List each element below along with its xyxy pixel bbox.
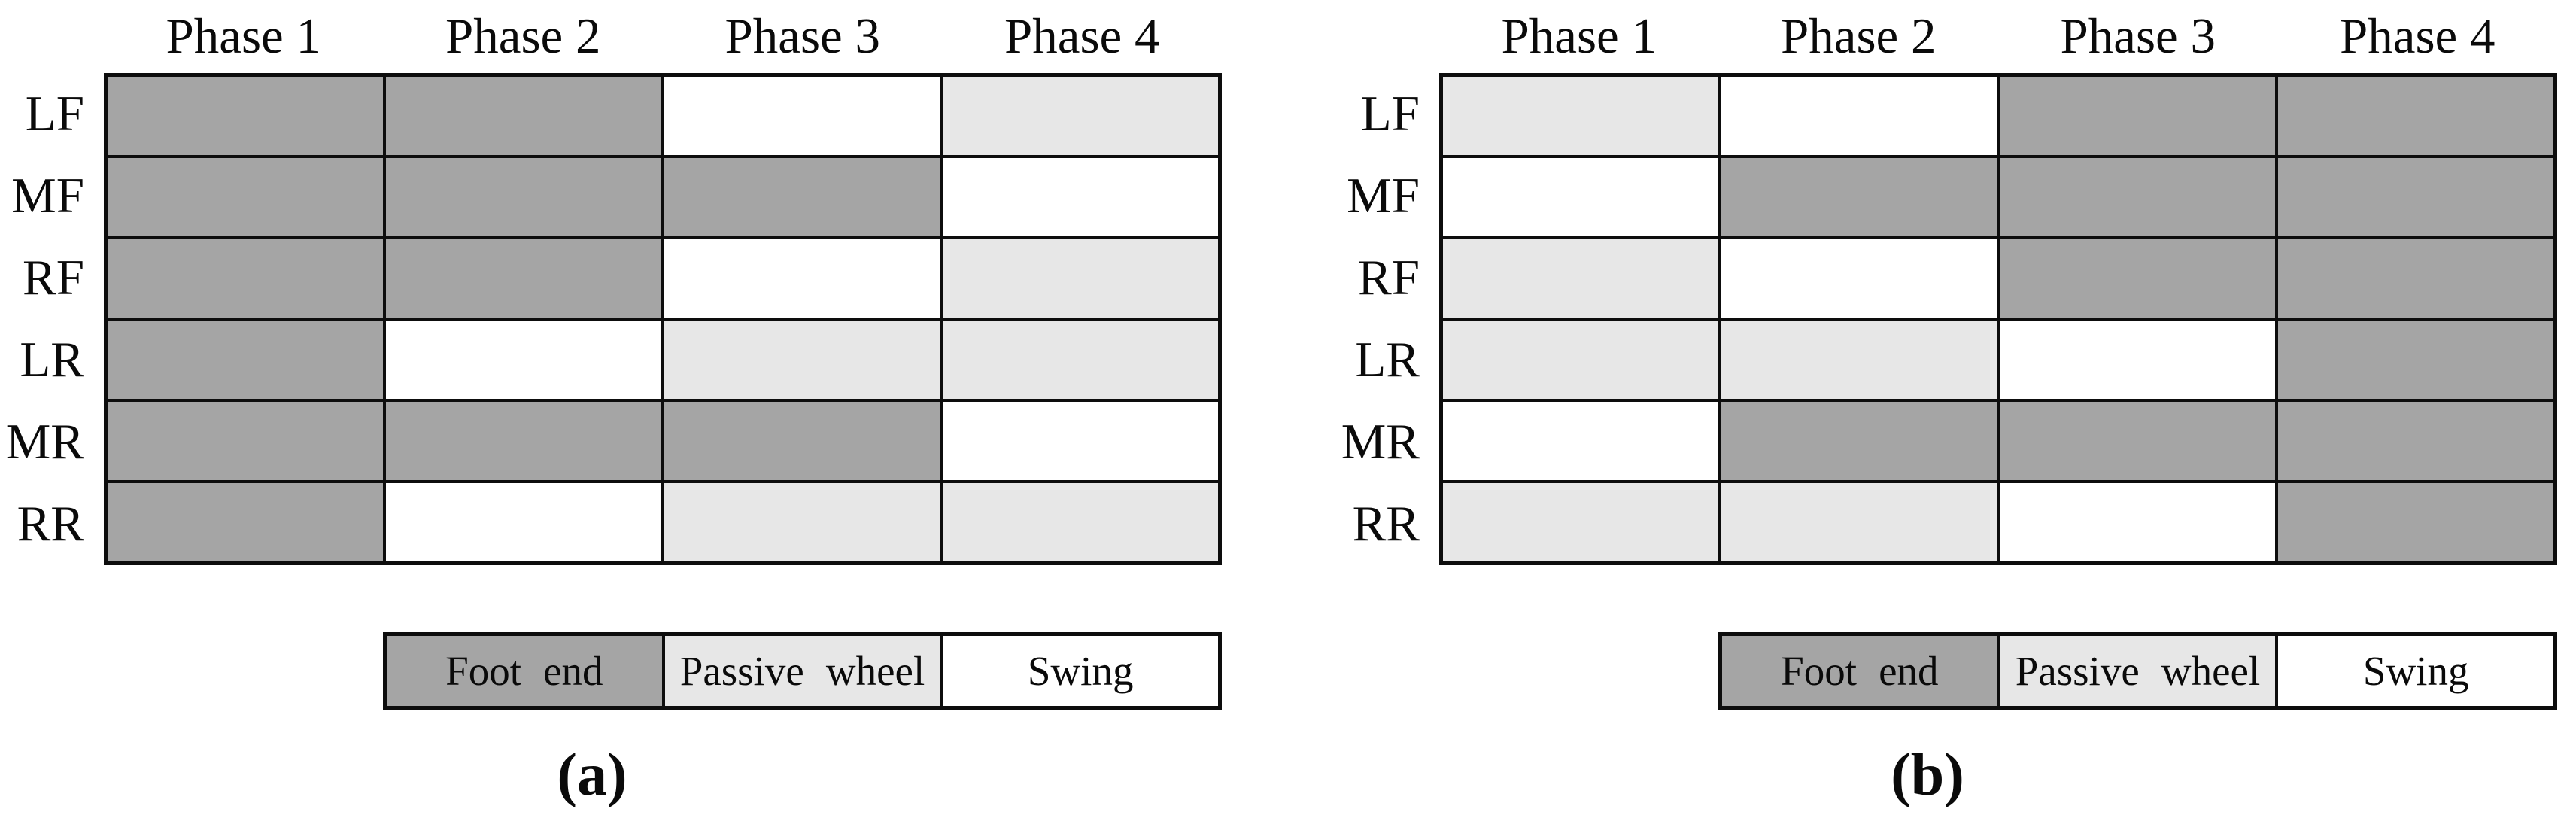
gait-cell-foot [664,158,940,236]
legend-item-swing: Swing [943,636,1218,706]
gait-cell-swing [2000,321,2275,399]
leg-label-rf: RF [1358,250,1420,306]
gait-cell-foot [386,158,661,236]
panel-caption: (b) [1891,741,1964,808]
gait-cell-foot [2278,321,2553,399]
phase-header: Phase 4 [1004,8,1160,64]
leg-label-rr: RR [1352,496,1420,552]
gait-cell-swing [1443,158,1718,236]
gait-cell-foot [1721,158,1997,236]
gait-cell-wheel [1721,483,1997,561]
gait-cell-wheel [1443,483,1718,561]
gait-cell-swing [1721,77,1997,155]
phase-header-row: Phase 1 Phase 2 Phase 3 Phase 4 [104,2,1222,71]
gait-cell-wheel [1721,321,1997,399]
leg-label-column: LF MF RF LR MR RR [1335,73,1424,565]
phase-header: Phase 3 [2060,8,2216,64]
leg-label-lr: LR [20,332,84,388]
gait-cell-wheel [943,77,1218,155]
gait-cell-swing [664,239,940,318]
phase-header: Phase 1 [1501,8,1657,64]
legend-item-foot: Foot end [1722,636,1997,706]
gait-cell-swing [2000,483,2275,561]
phase-header: Phase 1 [166,8,322,64]
legend-item-wheel: Passive wheel [2000,636,2276,706]
gait-cell-wheel [943,239,1218,318]
leg-label-lr: LR [1355,332,1420,388]
phase-header: Phase 2 [445,8,601,64]
panel-caption: (a) [557,741,627,808]
leg-label-mf: MF [1347,168,1420,224]
gait-cell-foot [108,158,383,236]
phase-header: Phase 3 [724,8,881,64]
gait-cell-foot [2278,483,2553,561]
gait-cell-foot [2000,239,2275,318]
phase-header: Phase 4 [2339,8,2496,64]
gait-cell-foot [2278,158,2553,236]
gait-cell-foot [108,321,383,399]
gait-cell-wheel [1443,321,1718,399]
gait-cell-swing [943,402,1218,480]
gait-cell-foot [2000,77,2275,155]
gait-cell-swing [664,77,940,155]
gait-cell-swing [386,321,661,399]
gait-grid [104,73,1222,565]
leg-label-rf: RF [23,250,84,306]
gait-cell-foot [2278,239,2553,318]
legend-item-foot: Foot end [387,636,662,706]
gait-cell-swing [1443,402,1718,480]
gait-grid [1439,73,2557,565]
gait-cell-swing [943,158,1218,236]
legend-item-wheel: Passive wheel [664,636,940,706]
gait-cell-wheel [943,321,1218,399]
gait-cell-wheel [664,321,940,399]
leg-label-lf: LF [25,86,84,141]
gait-chart-a: Phase 1 Phase 2 Phase 3 Phase 4 LF MF RF LR MR R… [0,0,1241,815]
leg-label-mr: MR [1341,414,1420,470]
phase-header: Phase 2 [1780,8,1937,64]
gait-cell-foot [108,402,383,480]
leg-label-mr: MR [5,414,84,470]
gait-cell-foot [108,239,383,318]
leg-label-lf: LF [1360,86,1420,141]
gait-chart-b: Phase 1 Phase 2 Phase 3 Phase 4 LF MF RF LR MR R… [1335,0,2576,815]
gait-cell-foot [2278,402,2553,480]
legend-item-swing: Swing [2278,636,2553,706]
gait-cell-foot [108,77,383,155]
gait-cell-foot [386,77,661,155]
gait-cell-swing [1721,239,1997,318]
gait-cell-foot [2000,158,2275,236]
gait-cell-foot [1721,402,1997,480]
gait-cell-wheel [1443,77,1718,155]
leg-label-column: LF MF RF LR MR RR [0,73,89,565]
gait-cell-foot [108,483,383,561]
gait-cell-wheel [1443,239,1718,318]
gait-cell-foot [2278,77,2553,155]
gait-cell-foot [386,239,661,318]
gait-cell-foot [664,402,940,480]
gait-cell-swing [386,483,661,561]
leg-label-rr: RR [17,496,84,552]
gait-cell-foot [386,402,661,480]
gait-cell-foot [2000,402,2275,480]
phase-header-row: Phase 1 Phase 2 Phase 3 Phase 4 [1439,2,2557,71]
gait-cell-wheel [943,483,1218,561]
leg-label-mf: MF [11,168,84,224]
gait-cell-wheel [664,483,940,561]
